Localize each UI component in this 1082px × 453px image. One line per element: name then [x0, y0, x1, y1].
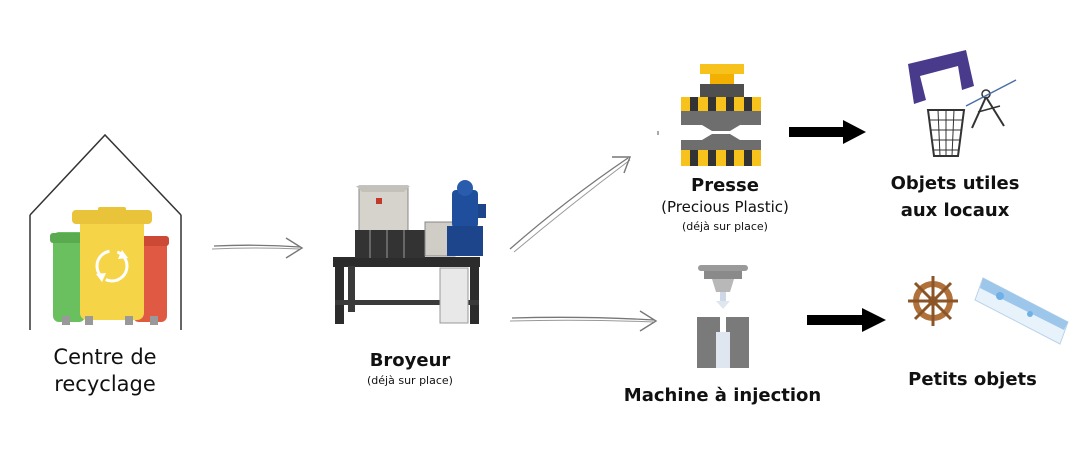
recycling-bins-icon [50, 207, 169, 325]
arrow-press-to-useful [789, 120, 866, 144]
press-label: Presse (Precious Plastic) (déjà sur plac… [635, 174, 815, 233]
useful-objects-icon [908, 50, 1017, 157]
press-title: Presse [691, 175, 759, 196]
small-objects-icon [908, 276, 1069, 345]
shredder-note: (déjà sur place) [367, 374, 453, 387]
arrow-shredder-to-injection [509, 310, 658, 332]
press-icon [657, 64, 761, 166]
recycling-label-line2: recyclage [54, 372, 156, 396]
arrow-recycling-to-shredder [211, 237, 304, 259]
shredder-machine-icon [333, 180, 486, 324]
injection-label: Machine à injection [623, 385, 822, 406]
injection-machine-icon [697, 265, 749, 368]
arrow-shredder-to-press [509, 156, 632, 253]
recycling-house-icon [29, 133, 182, 330]
useful-label-line2: aux locaux [900, 200, 1010, 221]
shredder-title: Broyeur [369, 350, 451, 371]
recycling-label: Centre de recyclage [15, 344, 195, 398]
small-label: Petits objets [908, 369, 1037, 390]
press-note: (déjà sur place) [682, 220, 768, 233]
arrow-injection-to-small [807, 308, 886, 332]
shredder-label: Broyeur (déjà sur place) [330, 347, 490, 387]
useful-label-line1: Objets utiles [890, 173, 1020, 194]
useful-label: Objets utiles aux locaux [870, 170, 1040, 224]
press-sub: (Precious Plastic) [661, 198, 789, 216]
recycling-label-line1: Centre de [53, 345, 157, 369]
